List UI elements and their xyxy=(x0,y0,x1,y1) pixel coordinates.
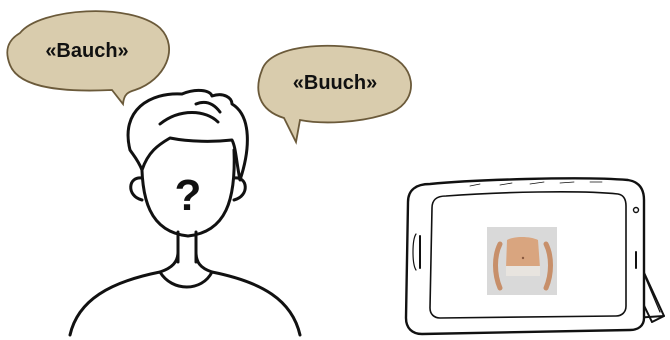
collar xyxy=(160,272,212,287)
bubble-left-text: «Bauch» xyxy=(45,40,128,62)
left-ear xyxy=(131,178,142,200)
right-shoulder xyxy=(196,252,300,335)
photo-navel xyxy=(522,257,524,259)
bubble-right-text: «Buuch» xyxy=(293,72,377,94)
speech-bubble-left: «Bauch» xyxy=(7,11,169,104)
hair xyxy=(128,90,247,180)
left-shoulder xyxy=(70,252,178,335)
face-question-mark: ? xyxy=(175,171,202,220)
speech-bubble-right: «Buuch» xyxy=(258,46,411,142)
belly-photo-image xyxy=(487,227,557,295)
photo-waistband xyxy=(506,266,540,276)
